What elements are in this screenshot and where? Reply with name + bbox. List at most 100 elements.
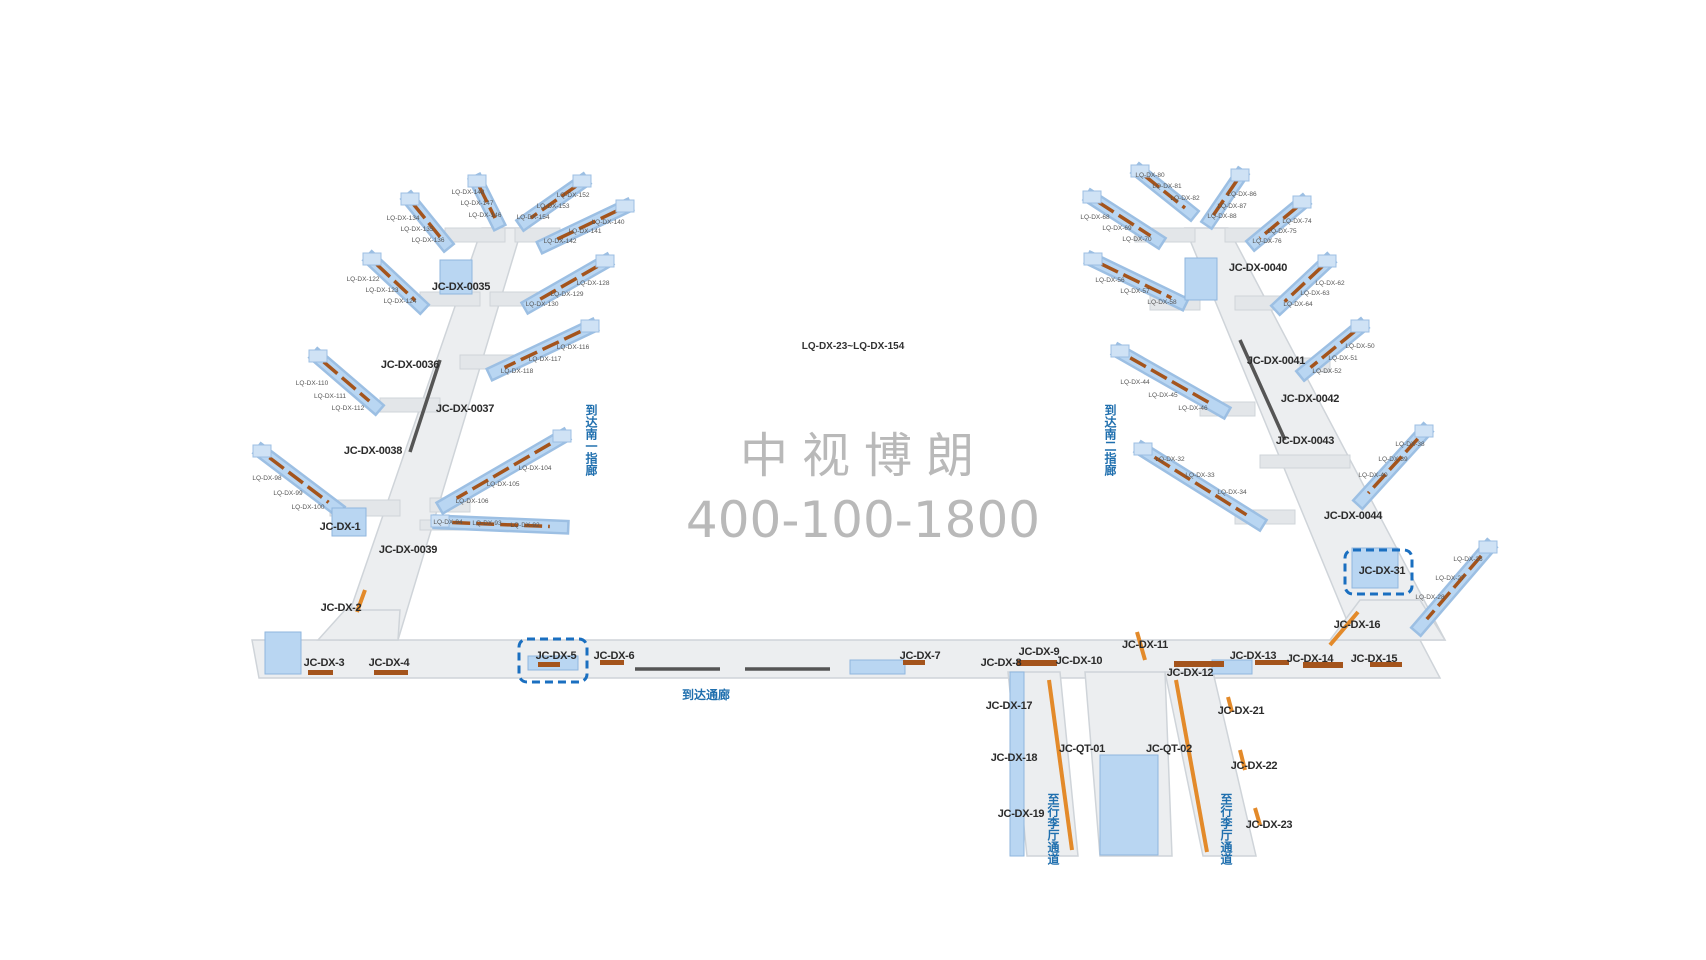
lightbox-ad	[1211, 179, 1239, 217]
lightbox-ad	[552, 209, 618, 243]
watermark-brand: 中视博朗	[740, 428, 988, 484]
lightbox-label: LQ-DX-100	[292, 504, 325, 511]
ad-location-label: JC-DX-22	[1231, 760, 1278, 772]
floor-ad-panel	[1174, 661, 1224, 667]
glass-block	[1184, 257, 1218, 301]
floor-ad-panel	[374, 670, 408, 675]
lightbox-label: LQ-DX-117	[529, 356, 562, 363]
lightbox-label: LQ-DX-27	[1435, 575, 1465, 582]
ad-location-label: JC-QT-02	[1146, 743, 1192, 755]
gate-end	[1478, 540, 1498, 554]
gate-end	[252, 444, 272, 458]
lightbox-label: LQ-DX-68	[1080, 214, 1110, 221]
gate-end	[580, 319, 600, 333]
floor-ad-panel	[600, 660, 624, 665]
gate-end	[1130, 164, 1150, 178]
lightbox-ad	[1143, 174, 1187, 210]
lightbox-ad	[1153, 455, 1248, 517]
lightbox-label: LQ-DX-40	[1358, 472, 1388, 479]
lightbox-label: LQ-DX-46	[1178, 405, 1208, 412]
ad-location-label: JC-DX-0038	[344, 445, 402, 457]
baggage-branch-right	[1164, 671, 1257, 857]
lightbox-label: LQ-DX-45	[1148, 392, 1178, 399]
lightbox-ad	[1366, 437, 1420, 495]
lightbox-label: LQ-DX-140	[592, 219, 625, 226]
lightbox-label: LQ-DX-152	[557, 192, 590, 199]
lightbox-ad	[322, 360, 371, 403]
wall-ad-panel	[1238, 749, 1247, 771]
ad-location-label: JC-DX-0040	[1229, 262, 1287, 274]
ad-location-label: JC-DX-8	[981, 657, 1022, 669]
lightbox-label: LQ-DX-64	[1283, 301, 1313, 308]
lightbox-label: LQ-DX-80	[1135, 172, 1165, 179]
lightbox-label: LQ-DX-104	[519, 465, 552, 472]
glass-block	[439, 259, 473, 295]
lightbox-label: LQ-DX-44	[1120, 379, 1150, 386]
lightbox-ad	[503, 329, 582, 370]
lightbox-label: LQ-DX-56	[1095, 277, 1125, 284]
gate-end	[400, 192, 420, 206]
ad-location-label: JC-DX-1	[320, 521, 361, 533]
wall-ad-panel	[1047, 679, 1074, 851]
lightbox-ad	[375, 263, 417, 302]
lightbox-label: LQ-DX-153	[537, 203, 570, 210]
lightbox-label: LQ-DX-99	[273, 490, 303, 497]
lightbox-ad	[1100, 262, 1173, 300]
lightbox-label: LQ-DX-38	[1395, 441, 1425, 448]
lightbox-label: LQ-DX-111	[314, 393, 346, 400]
lightbox-label: LQ-DX-129	[551, 291, 584, 298]
floor-ad-panel	[1303, 662, 1343, 668]
lightbox-label: LQ-DX-112	[332, 405, 365, 412]
gate-end	[615, 199, 635, 213]
gate-end	[552, 429, 572, 443]
lightbox-label: LQ-DX-57	[1120, 288, 1150, 295]
wall-ad-panel	[1135, 631, 1147, 661]
ad-location-label: JC-DX-0041	[1247, 355, 1305, 367]
ad-location-label: JC-DX-17	[986, 700, 1033, 712]
ad-location-label: JC-DX-23	[1246, 819, 1293, 831]
lightbox-label: LQ-DX-82	[1170, 195, 1200, 202]
lightbox-label: LQ-DX-154	[517, 214, 550, 221]
lightbox-label: LQ-DX-118	[501, 368, 534, 375]
lightbox-label: LQ-DX-105	[487, 481, 520, 488]
cross-passage	[1259, 454, 1351, 469]
lightbox-label: LQ-DX-93	[472, 520, 502, 527]
lightbox-label: LQ-DX-69	[1102, 225, 1132, 232]
zone-label-south-pier-1: 到达南一指廊	[584, 403, 598, 477]
ad-location-label: JC-DX-21	[1218, 705, 1265, 717]
ad-location-label: JC-DX-15	[1351, 653, 1398, 665]
wall-ad-panel	[1328, 610, 1360, 647]
lightbox-ad	[455, 442, 552, 500]
moving-walkway	[408, 359, 442, 453]
gate-end	[1083, 252, 1103, 266]
ad-location-label: JC-DX-0043	[1276, 435, 1334, 447]
lightbox-label: LQ-DX-75	[1267, 228, 1297, 235]
moving-walkway	[1238, 339, 1287, 441]
lightbox-label: LQ-DX-116	[557, 344, 590, 351]
lightbox-label: LQ-DX-88	[1207, 213, 1237, 220]
ad-panels	[308, 339, 1402, 853]
ad-location-label: JC-DX-4	[369, 657, 411, 669]
lightbox-label: LQ-DX-106	[456, 498, 489, 505]
zone-label-baggage-passage-left: 至行李厅通道	[1046, 793, 1060, 866]
lightbox-label: LQ-DX-51	[1328, 355, 1358, 362]
lightbox-label: LQ-DX-98	[252, 475, 282, 482]
floor-ad-panel	[1017, 660, 1057, 666]
ad-location-label: JC-DX-5	[536, 650, 577, 662]
ad-location-label: JC-DX-6	[594, 650, 635, 662]
gate-end	[430, 514, 450, 528]
lightbox-label: LQ-DX-81	[1152, 183, 1182, 190]
arrival-corridor-label: 到达通廊	[682, 687, 730, 702]
lightbox-label: LQ-DX-135	[401, 226, 434, 233]
watermark-phone: 400-100-1800	[686, 491, 1040, 549]
glass-block	[1099, 754, 1159, 856]
gate-end	[1110, 344, 1130, 358]
lightbox-label: LQ-DX-134	[387, 215, 420, 222]
lightbox-label: LQ-DX-147	[461, 200, 494, 207]
zone-labels: 到达南一指廊到达南二指廊至行李厅通道至行李厅通道	[584, 403, 1233, 866]
lightbox-label: LQ-DX-26	[1453, 556, 1483, 563]
floor-ad-panel	[538, 662, 560, 667]
lightbox-label: LQ-DX-141	[569, 228, 602, 235]
ad-labels: JC-DX-0035JC-DX-0036JC-DX-0037JC-DX-0038…	[252, 172, 1483, 831]
lightbox-label: LQ-DX-86	[1227, 191, 1257, 198]
